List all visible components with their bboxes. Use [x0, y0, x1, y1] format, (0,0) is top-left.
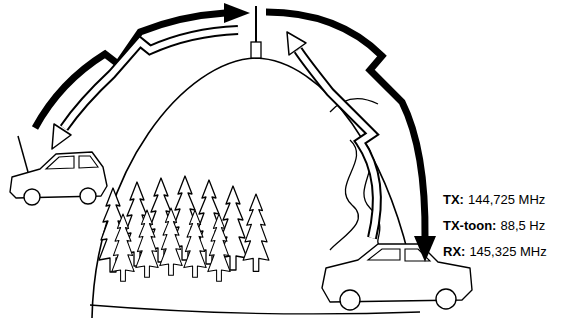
setting-value: 145,325 MHz: [469, 244, 546, 259]
signal-arrow: [287, 32, 377, 238]
setting-name: TX:: [443, 192, 464, 207]
setting-name: RX:: [443, 244, 465, 259]
signal-arrow: [35, 3, 250, 128]
setting-name: TX-toon:: [443, 218, 496, 233]
car-right: [322, 244, 472, 310]
trees: [99, 176, 269, 281]
ground-line: [90, 305, 420, 314]
road: [330, 140, 358, 250]
setting-value: 88,5 Hz: [500, 218, 545, 233]
signal-arrow: [52, 30, 238, 149]
signal-arrow: [266, 12, 436, 262]
frequency-row: TX: 144,725 MHz: [443, 192, 545, 208]
setting-value: 144,725 MHz: [468, 192, 545, 207]
frequency-row: RX: 145,325 MHz: [443, 244, 547, 260]
car-left: [10, 136, 107, 205]
frequency-row: TX-toon: 88,5 Hz: [443, 218, 545, 234]
repeater-antenna: [251, 6, 261, 58]
